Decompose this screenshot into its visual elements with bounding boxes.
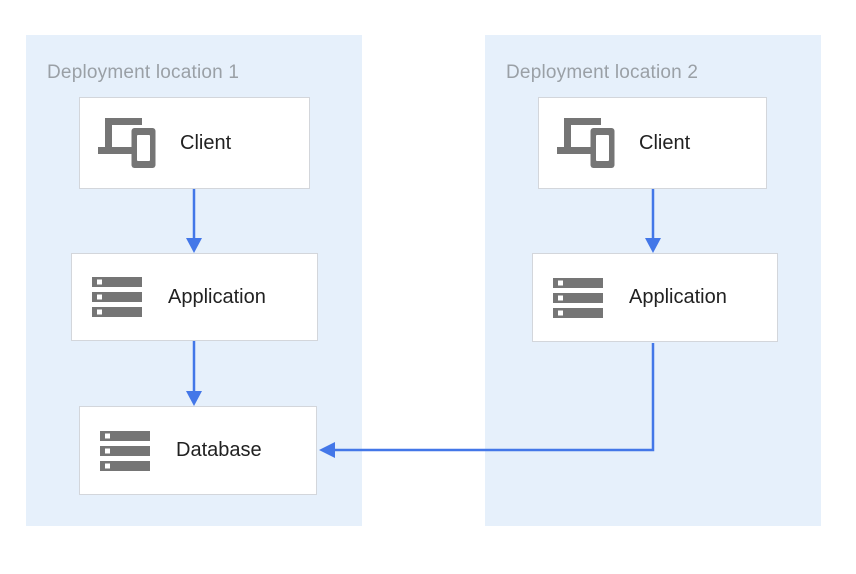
node-client-location-1: Client [79, 97, 310, 189]
client-devices-icon [98, 118, 156, 168]
server-stack-icon [95, 421, 155, 481]
panel-title-1: Deployment location 1 [47, 62, 240, 83]
node-application-location-1: Application [71, 253, 318, 341]
deployment-location-2-panel: Deployment location 2 Client Application [485, 35, 821, 526]
panel-title-2: Deployment location 2 [506, 62, 699, 83]
node-label: Client [639, 131, 691, 154]
deployment-location-1-panel: Deployment location 1 Client Application [26, 35, 362, 526]
server-stack-icon [548, 268, 608, 328]
node-label: Database [176, 439, 262, 461]
server-stack-icon [87, 267, 147, 327]
node-label: Client [180, 131, 232, 154]
client-devices-icon [557, 118, 615, 168]
node-database-location-1: Database [79, 406, 317, 495]
node-label: Application [629, 286, 727, 308]
node-application-location-2: Application [532, 253, 778, 342]
node-label: Application [168, 285, 266, 308]
node-client-location-2: Client [538, 97, 767, 189]
